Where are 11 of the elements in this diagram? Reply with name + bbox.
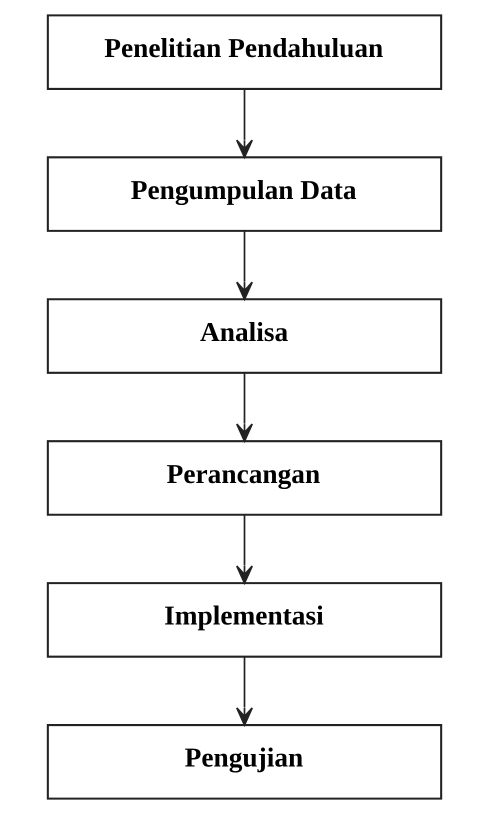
- node-box: Penelitian Pendahuluan: [46, 14, 442, 90]
- arrow: [235, 657, 253, 726]
- node-box: Pengujian: [46, 724, 442, 800]
- arrow: [235, 373, 253, 442]
- node-box: Implementasi: [46, 582, 442, 658]
- node-box: Analisa: [46, 298, 442, 374]
- arrow: [235, 515, 253, 584]
- arrow: [235, 231, 253, 300]
- node-box: Perancangan: [46, 440, 442, 516]
- arrow: [235, 90, 253, 158]
- node-box: Pengumpulan Data: [46, 156, 442, 232]
